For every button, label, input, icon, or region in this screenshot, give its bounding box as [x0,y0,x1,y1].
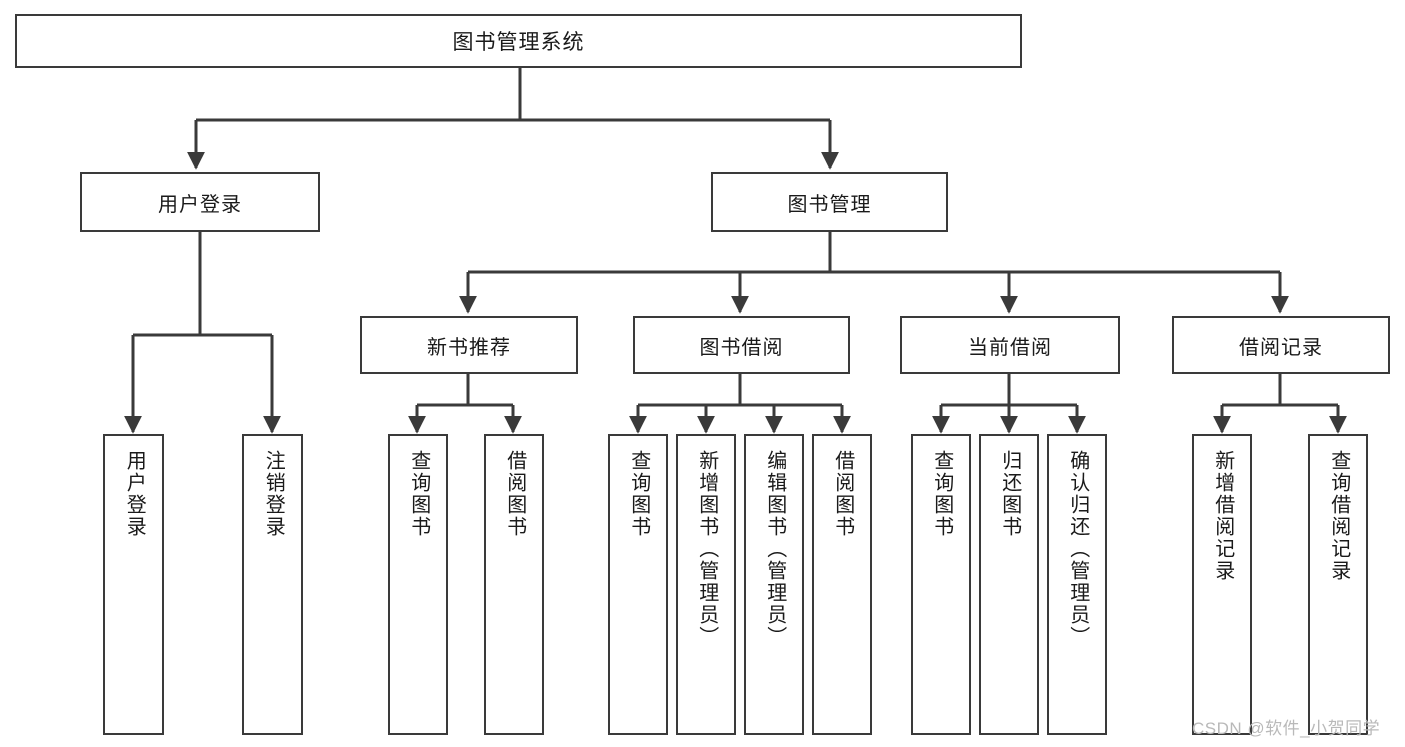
leaf-book-borrow-3[interactable]: 借阅图书 [812,434,872,735]
leaf-current-borrow-1-label: 归还图书 [998,450,1021,538]
leaf-user-login-0[interactable]: 用户登录 [103,434,164,735]
leaf-new-book-0-label: 查询图书 [407,450,430,538]
leaf-current-borrow-1[interactable]: 归还图书 [979,434,1039,735]
leaf-current-borrow-0-label: 查询图书 [930,450,953,538]
leaf-borrow-record-1[interactable]: 查询借阅记录 [1308,434,1368,735]
leaf-borrow-record-0[interactable]: 新增借阅记录 [1192,434,1252,735]
node-book-manage[interactable]: 图书管理 [711,172,948,232]
leaf-current-borrow-0[interactable]: 查询图书 [911,434,971,735]
leaf-book-borrow-0[interactable]: 查询图书 [608,434,668,735]
leaf-user-login-1[interactable]: 注销登录 [242,434,303,735]
leaf-new-book-1-label: 借阅图书 [503,450,526,538]
node-book-manage-label: 图书管理 [787,193,872,216]
leaf-book-borrow-0-label: 查询图书 [627,450,650,538]
node-user-login[interactable]: 用户登录 [80,172,320,232]
csdn-watermark: CSDN @软件_小贺同学 [1192,719,1381,738]
node-borrow-record[interactable]: 借阅记录 [1172,316,1390,374]
leaf-current-borrow-2-label: 确认归还（管理员） [1066,450,1089,648]
node-new-book-recommend[interactable]: 新书推荐 [360,316,578,374]
leaf-user-login-1-label: 注销登录 [262,450,285,538]
leaf-book-borrow-1[interactable]: 新增图书（管理员） [676,434,736,735]
leaf-new-book-0[interactable]: 查询图书 [388,434,448,735]
node-current-borrow-label: 当前借阅 [968,336,1052,359]
node-current-borrow[interactable]: 当前借阅 [900,316,1120,374]
node-book-borrow-label: 图书借阅 [699,336,784,359]
leaf-current-borrow-2[interactable]: 确认归还（管理员） [1047,434,1107,735]
leaf-book-borrow-2-label: 编辑图书（管理员） [763,450,786,648]
node-user-login-label: 用户登录 [158,193,242,216]
leaf-new-book-1[interactable]: 借阅图书 [484,434,544,735]
leaf-book-borrow-2[interactable]: 编辑图书（管理员） [744,434,804,735]
node-borrow-record-label: 借阅记录 [1239,336,1323,359]
node-root-label: 图书管理系统 [452,31,585,54]
leaf-user-login-0-label: 用户登录 [123,450,146,538]
leaf-book-borrow-3-label: 借阅图书 [831,450,854,538]
node-book-borrow[interactable]: 图书借阅 [633,316,850,374]
node-new-book-recommend-label: 新书推荐 [427,336,511,359]
node-root-system[interactable]: 图书管理系统 [15,14,1022,68]
leaf-book-borrow-1-label: 新增图书（管理员） [695,450,718,648]
leaf-borrow-record-1-label: 查询借阅记录 [1327,450,1350,582]
leaf-borrow-record-0-label: 新增借阅记录 [1211,450,1234,582]
